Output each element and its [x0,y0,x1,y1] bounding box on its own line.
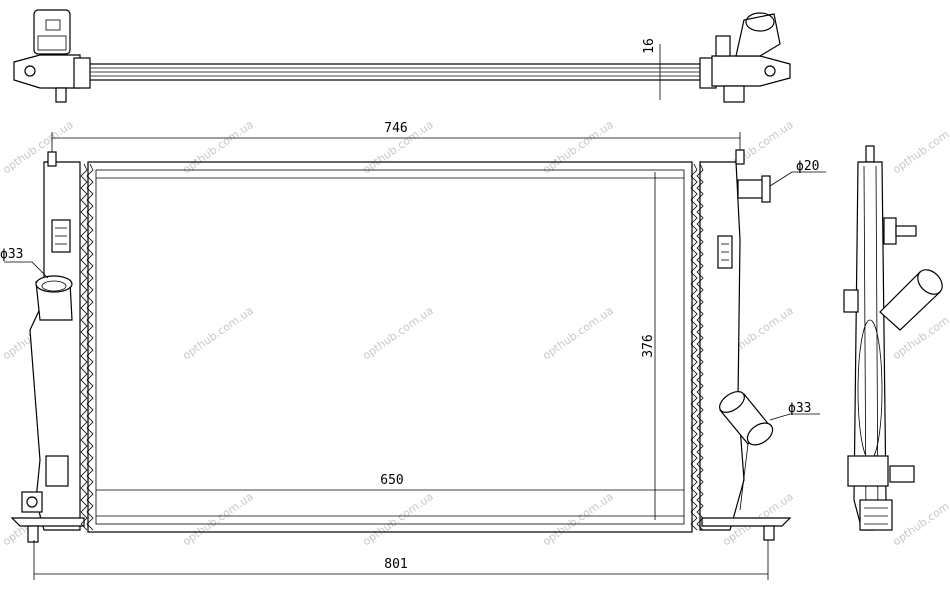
thickness-dimension-label: 16 [642,38,657,54]
right-outlet-diameter-label: ϕ33 [788,401,811,416]
watermark-text: opthub.com.ua [540,304,616,362]
core-height-dimension-label: 376 [641,334,656,357]
top-view [13,9,791,103]
watermark-text: opthub.com.ua [890,490,950,548]
watermark-text: opthub.com.ua [360,304,436,362]
watermark-text: opthub.com.ua [180,490,256,548]
core-width-dimension-label: 746 [384,121,407,136]
small-pipe-diameter-label: ϕ20 [796,159,819,174]
front-view [4,132,826,580]
overall-width-dimension-label: 801 [384,557,407,572]
watermark-text: opthub.com.ua [180,304,256,362]
core-inner-width-dimension-label: 650 [380,473,403,488]
side-view [843,145,943,531]
watermark-text: opthub.com.ua [360,490,436,548]
watermark-text: opthub.com.ua [540,118,616,176]
watermark-text: opthub.com.ua [890,118,950,176]
watermark-text: opthub.com.ua [180,118,256,176]
watermark-text: opthub.com.ua [540,490,616,548]
watermark-layer: opthub.com.ua opthub.com.ua opthub.com.ua o… [0,118,950,548]
left-inlet-diameter-label: ϕ33 [0,247,23,262]
